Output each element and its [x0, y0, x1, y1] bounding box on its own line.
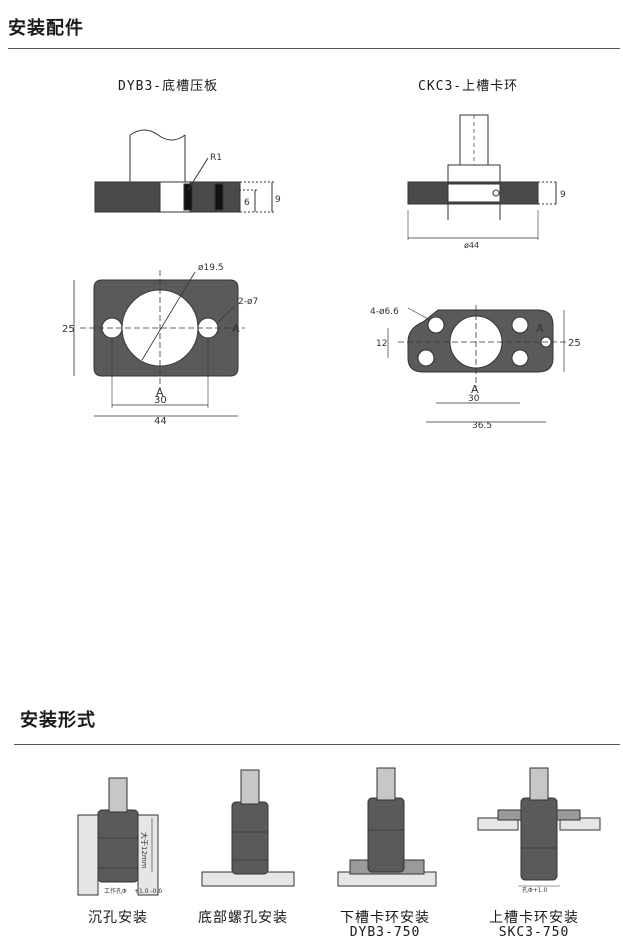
- label-section-a-bottom: A: [156, 386, 164, 399]
- label-30: 30: [154, 395, 167, 406]
- label-section-a-right: A: [536, 322, 544, 335]
- diagram-title-dyb3: DYB3-底槽压板: [118, 79, 219, 94]
- caption-upper-snap-ring: 上槽卡环安装: [489, 910, 579, 926]
- ckc3-top-view: [387, 305, 568, 423]
- annot-tolerance: +1.0 -0.0: [134, 888, 162, 895]
- install-lower-snap-ring-drawing: [337, 767, 437, 887]
- label-diameter-19-5: ø19.5: [198, 263, 224, 273]
- section-divider: [14, 744, 620, 745]
- label-12: 12: [376, 339, 387, 349]
- label-9: 9: [275, 195, 281, 205]
- dyb3-top-view: [73, 270, 245, 417]
- label-36-5: 36.5: [472, 421, 492, 430]
- section-title-install-forms: 安装形式: [20, 710, 96, 731]
- ckc3-side-view: [407, 114, 558, 240]
- label-25: 25: [62, 324, 75, 335]
- dyb3-technical-drawing: R1 6 9 ø19.5 2-ø7 A A 25 30 44: [62, 129, 281, 427]
- label-30: 30: [468, 394, 480, 404]
- label-6: 6: [244, 198, 250, 208]
- diagram-title-ckc3: CKC3-上槽卡环: [418, 79, 519, 94]
- install-illustrations: 大于12mm 工作孔Φ +1.0 -0.0 孔Φ+1.0: [77, 767, 601, 896]
- install-upper-snap-ring-drawing: [477, 767, 601, 887]
- label-25: 25: [568, 338, 581, 349]
- caption-countersink: 沉孔安装: [88, 910, 148, 926]
- label-44: 44: [154, 416, 167, 427]
- annot-depth-12mm: 大于12mm: [140, 832, 149, 869]
- install-countersink-drawing: [77, 777, 159, 896]
- section-title-accessories: 安装配件: [8, 18, 84, 39]
- code-skc3-750: SKC3-750: [498, 925, 570, 940]
- dyb3-side-view: [94, 129, 275, 213]
- label-diameter-44: ø44: [464, 241, 479, 250]
- label-r1: R1: [210, 153, 222, 163]
- label-2-holes-7: 2-ø7: [238, 297, 258, 307]
- label-section-a-bottom: A: [471, 383, 479, 396]
- code-dyb3-750: DYB3-750: [349, 925, 421, 940]
- caption-lower-snap-ring: 下槽卡环安装: [340, 910, 430, 926]
- annot-hole-diameter: 孔Φ+1.0: [522, 886, 547, 894]
- ckc3-technical-drawing: 9 ø44 4-ø6.6 12 25 A A 30 36.5: [370, 114, 581, 430]
- label-4-holes-6-6: 4-ø6.6: [370, 307, 399, 317]
- install-bottom-screw-drawing: [201, 769, 295, 887]
- section-divider: [8, 48, 620, 49]
- label-9: 9: [560, 190, 566, 200]
- caption-bottom-screw: 底部螺孔安装: [198, 910, 288, 926]
- label-section-a-right: A: [232, 322, 240, 335]
- annot-hole-diameter: 工作孔Φ: [104, 887, 127, 895]
